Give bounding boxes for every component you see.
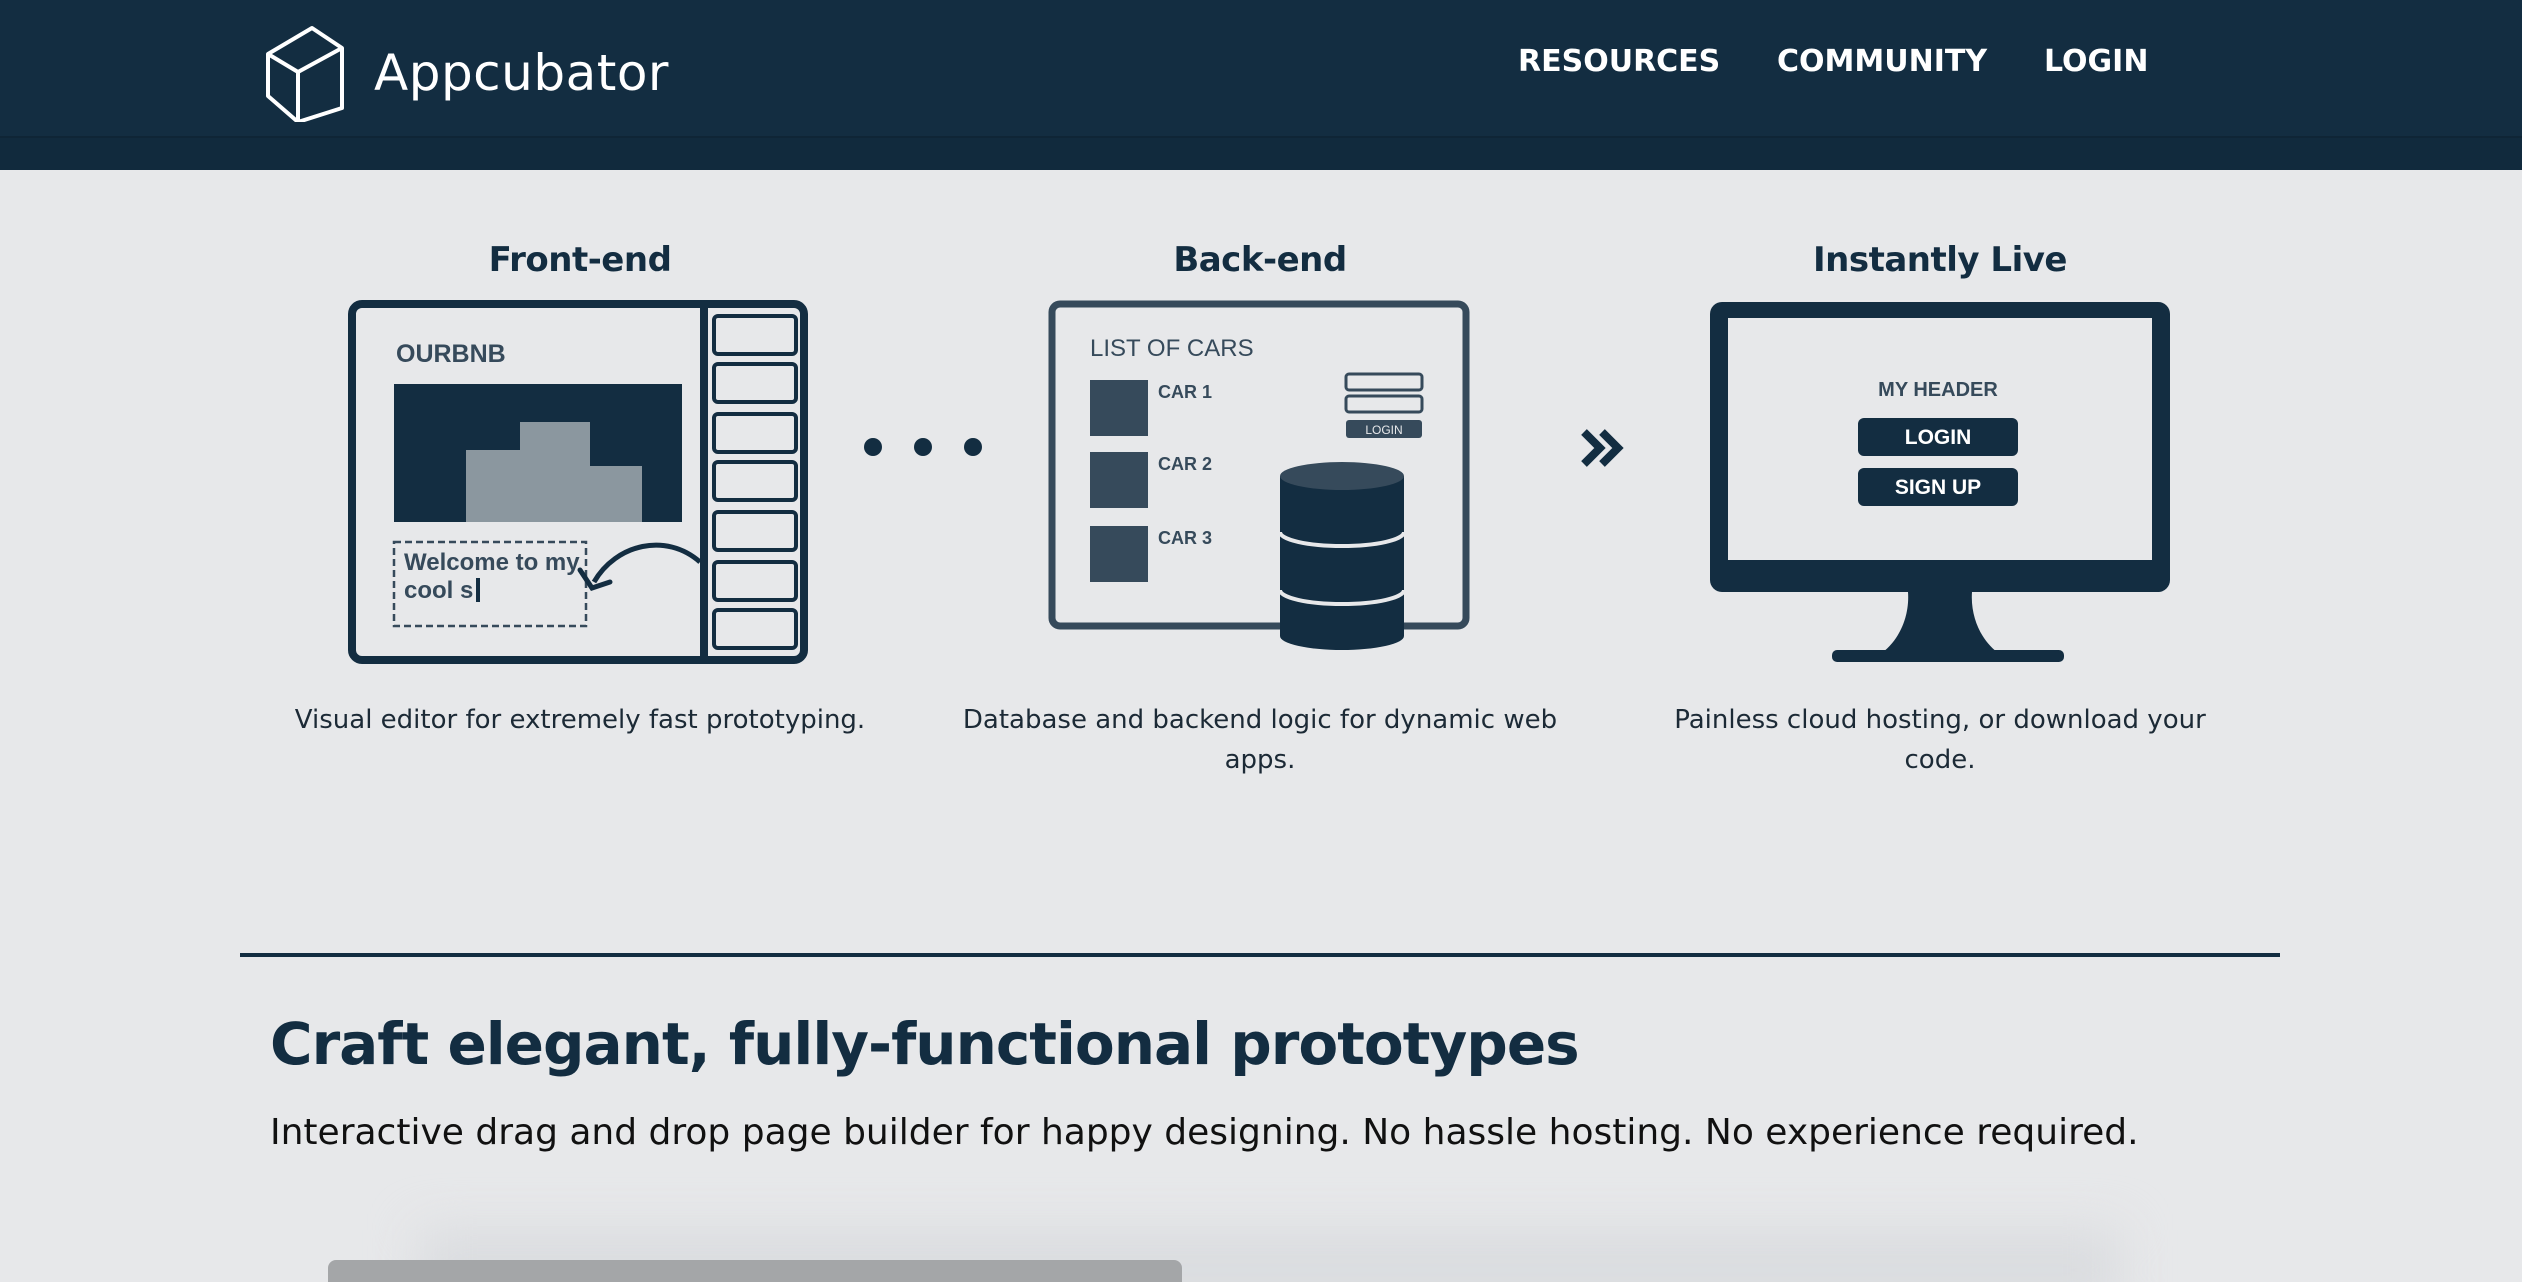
feature-instantly-live-description: Painless cloud hosting, or download your… — [1640, 700, 2240, 780]
brand-logo[interactable]: Appcubator — [264, 24, 669, 122]
feature-frontend: Front-end — [280, 240, 880, 290]
list-title: LIST OF CARS — [1090, 335, 1254, 362]
section-divider — [240, 953, 2280, 957]
monitor-illustration: MY HEADER LOGIN SIGN UP — [1710, 302, 2170, 662]
hero-subline: Interactive drag and drop page builder f… — [270, 1112, 2139, 1153]
car-item-1: CAR 1 — [1158, 382, 1212, 402]
cube-icon — [266, 26, 344, 122]
site-name-label: OURBNB — [396, 340, 506, 368]
nav-login[interactable]: LOGIN — [2044, 44, 2149, 79]
ellipsis-icon — [864, 438, 982, 456]
feature-description: Painless cloud hosting, or download your… — [1674, 705, 2206, 775]
feature-backend-description: Database and backend logic for dynamic w… — [960, 700, 1560, 780]
feature-description: Visual editor for extremely fast prototy… — [294, 705, 866, 735]
hero-headline: Craft elegant, fully-functional prototyp… — [270, 1010, 1580, 1078]
mini-login-button: LOGIN — [1365, 423, 1402, 437]
brand-name: Appcubator — [374, 44, 669, 102]
app-preview-window — [328, 1260, 1182, 1282]
feature-backend: Back-end — [960, 240, 1560, 290]
car-item-2: CAR 2 — [1158, 454, 1212, 474]
editing-text-line1: Welcome to my — [404, 549, 580, 576]
mock-login-button: LOGIN — [1905, 426, 1972, 449]
frontend-editor-illustration: OURBNB Welcome to my cool s — [348, 300, 808, 664]
site-header-label: MY HEADER — [1878, 379, 1998, 401]
editing-text-line2: cool s — [404, 577, 473, 604]
car-item-3: CAR 3 — [1158, 528, 1212, 548]
feature-title: Front-end — [488, 240, 672, 280]
top-navbar: Appcubator RESOURCES COMMUNITY LOGIN — [0, 0, 2522, 170]
nav-community[interactable]: COMMUNITY — [1777, 44, 1988, 79]
feature-frontend-description: Visual editor for extremely fast prototy… — [280, 700, 880, 740]
feature-instantly-live: Instantly Live — [1640, 240, 2240, 290]
feature-description: Database and backend logic for dynamic w… — [962, 705, 1558, 775]
feature-title: Back-end — [1173, 240, 1347, 280]
feature-title: Instantly Live — [1813, 240, 2067, 280]
double-chevron-right-icon — [1581, 429, 1624, 467]
backend-database-illustration: LIST OF CARS CAR 1 CAR 2 CAR 3 LOGIN — [1048, 300, 1470, 650]
navbar-stripe — [0, 136, 2522, 170]
mock-signup-button: SIGN UP — [1895, 476, 1981, 499]
nav-resources[interactable]: RESOURCES — [1518, 44, 1721, 79]
